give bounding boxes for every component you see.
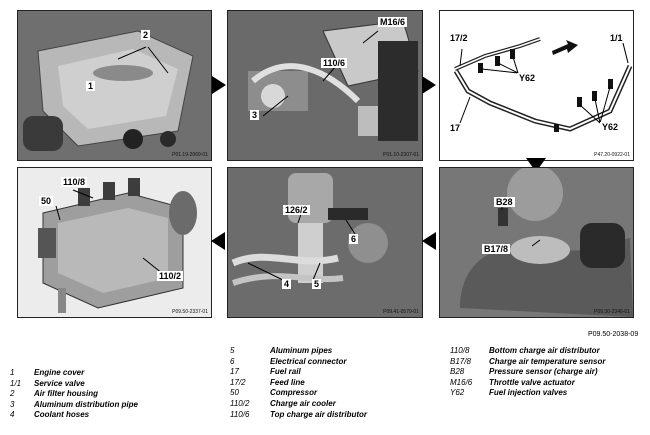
compressor-pipes-illustration — [228, 168, 422, 317]
photo-cover-removed: M16/6 110/6 3 P01.10-2307-01 — [227, 10, 423, 161]
callout-4: 4 — [282, 279, 292, 289]
photo-code: P01.10-2307-01 — [383, 152, 419, 158]
charge-air-cooler-illustration — [18, 168, 211, 317]
callout-126-2: 126/2 — [283, 205, 310, 215]
engine-cover-illustration — [18, 11, 211, 160]
photo-charge-air-sensors: B28 B17/8 P09.30-2346-01 — [439, 167, 634, 318]
callout-50: 50 — [39, 196, 54, 206]
document-reference: P09.50-2038-09 — [588, 331, 639, 338]
arrow-left-1 — [211, 232, 225, 250]
callout-b28: B28 — [494, 197, 515, 207]
callout-y62: Y62 — [517, 73, 538, 83]
photo-code: P09.50-2337-01 — [172, 309, 208, 315]
callout-1: 1 — [86, 81, 96, 91]
arrow-right-1 — [212, 76, 226, 94]
callout-5: 5 — [312, 279, 322, 289]
callout-3: 3 — [250, 110, 260, 120]
callout-m16-6: M16/6 — [378, 17, 408, 27]
fuel-rail-drawing — [453, 37, 633, 132]
photo-code: P47.20-0922-01 — [594, 152, 630, 158]
callout-110-2: 110/2 — [157, 271, 184, 281]
photo-code: P09.30-2346-01 — [594, 309, 630, 315]
charge-air-sensors-illustration — [440, 168, 633, 317]
callout-17: 17 — [448, 123, 463, 133]
cover-removed-illustration — [228, 11, 422, 160]
callout-1-1: 1/1 — [608, 33, 625, 43]
photo-charge-air-cooler: 110/8 50 110/2 P09.50-2337-01 — [17, 167, 212, 318]
drawing-fuel-rail: 17/2 1/1 Y62 17 Y62 P47.20-0922-01 — [439, 10, 634, 161]
photo-code: P01.19-2069-01 — [172, 152, 208, 158]
photo-compressor-pipes: 126/2 6 4 5 P09.41-0579-01 — [227, 167, 423, 318]
callout-6: 6 — [349, 234, 359, 244]
callout-b17-8: B17/8 — [482, 244, 511, 254]
photo-engine-cover: 2 1 P01.19-2069-01 — [17, 10, 212, 161]
callout-110-8: 110/8 — [61, 177, 88, 187]
arrow-left-2 — [422, 232, 436, 250]
photo-code: P09.41-0579-01 — [383, 309, 419, 315]
arrow-right-2 — [422, 76, 436, 94]
callout-17-2: 17/2 — [448, 33, 470, 43]
callout-y62: Y62 — [600, 122, 621, 132]
callout-2: 2 — [141, 30, 151, 40]
callout-110-6: 110/6 — [321, 58, 348, 68]
